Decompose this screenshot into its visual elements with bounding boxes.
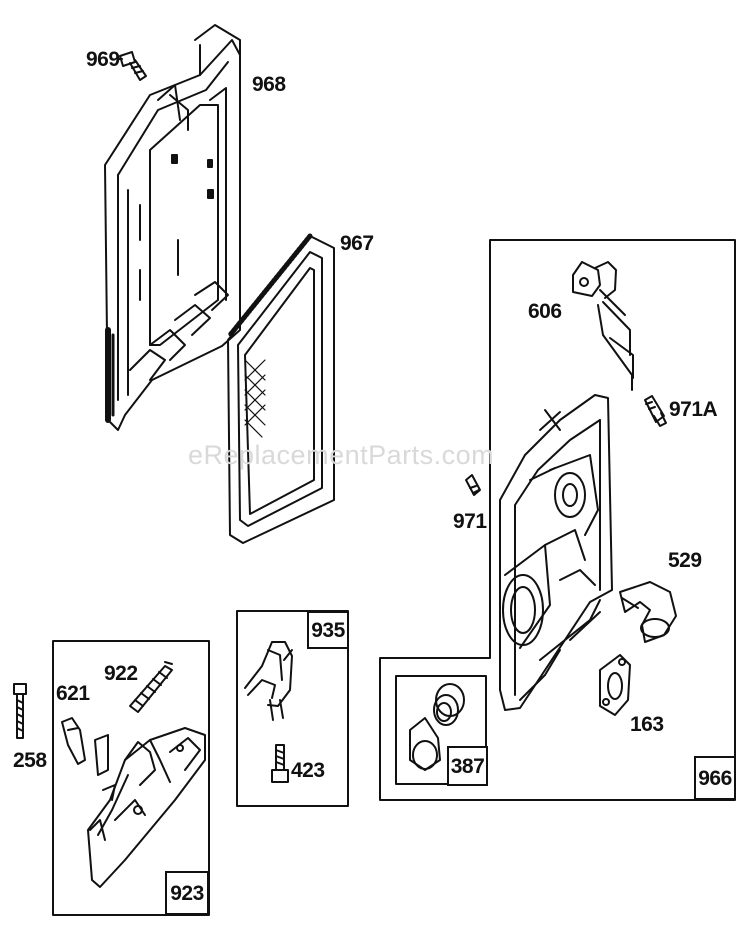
- kit-966-frame: [379, 239, 736, 801]
- part-label-163: 163: [630, 713, 664, 736]
- part-label-529: 529: [668, 549, 702, 572]
- kit-tag-387: 387: [447, 746, 488, 786]
- part-label-969: 969: [86, 48, 120, 71]
- kit-935-frame: [236, 610, 349, 807]
- part-label-922: 922: [104, 662, 138, 685]
- air-filter-part: [227, 233, 335, 544]
- part-label-606: 606: [528, 300, 562, 323]
- watermark-text: eReplacementParts.com: [188, 440, 495, 470]
- part-label-967: 967: [340, 232, 374, 255]
- carburetor-body-part: [499, 394, 613, 711]
- part-label-423: 423: [291, 759, 325, 782]
- kit-tag-935: 935: [307, 611, 349, 649]
- kit-tag-966: 966: [694, 756, 736, 800]
- air-cleaner-base-part: [104, 24, 241, 431]
- seat-part: [433, 683, 465, 726]
- gasket-part-163: [599, 654, 631, 716]
- screw-part-969: [119, 51, 147, 81]
- float-part: [409, 717, 441, 771]
- part-label-968: 968: [252, 73, 286, 96]
- governor-linkage-part: [244, 641, 293, 721]
- screw-part-971: [465, 474, 481, 496]
- part-label-621: 621: [56, 682, 90, 705]
- kit-tag-923: 923: [165, 871, 209, 915]
- kit-387-frame: [395, 675, 487, 785]
- governor-control-part: [87, 727, 206, 888]
- screw-part-423: [271, 744, 289, 783]
- kit-923-frame: [52, 640, 210, 916]
- part-label-971A: 971A: [669, 398, 718, 421]
- bracket-part-606: [572, 261, 634, 391]
- elbow-part-529: [619, 581, 677, 643]
- part-label-971: 971: [453, 510, 487, 533]
- spring-part-922: [129, 661, 173, 713]
- screw-part-971A: [644, 395, 667, 427]
- lever-part-621: [61, 717, 86, 765]
- part-label-258: 258: [13, 749, 47, 772]
- screw-part-258: [13, 683, 27, 739]
